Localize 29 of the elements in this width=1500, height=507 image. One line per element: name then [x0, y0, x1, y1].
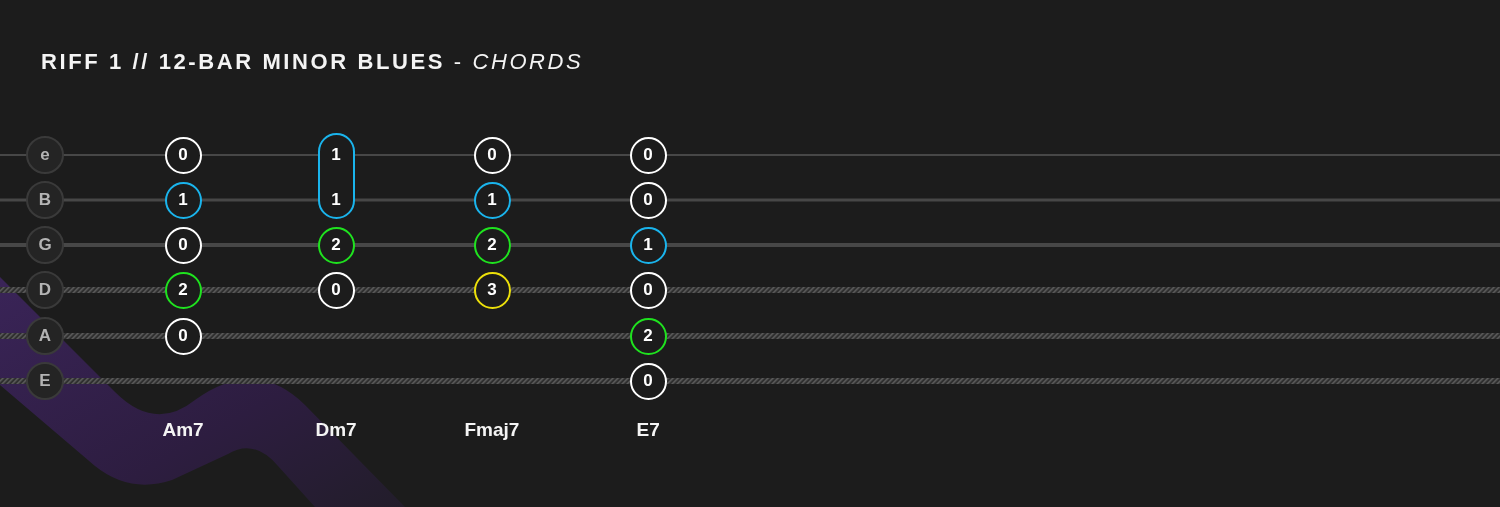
chord-name: Fmaj7	[464, 419, 520, 441]
fret-marker: 2	[164, 271, 202, 309]
string-label: G	[26, 226, 64, 264]
fret-marker: 0	[473, 136, 511, 174]
fret-marker: 0	[629, 362, 667, 400]
chord-name: Dm7	[315, 419, 357, 441]
fret-marker: 0	[317, 271, 355, 309]
fret-marker: 0	[164, 136, 202, 174]
fret-marker: 0	[629, 271, 667, 309]
fret-marker: 1	[473, 181, 511, 219]
chord-name: Am7	[162, 419, 204, 441]
fret-marker: 0	[164, 317, 202, 355]
fret-marker: 2	[629, 317, 667, 355]
string-label: e	[26, 136, 64, 174]
fret-marker: 0	[629, 181, 667, 219]
barre-marker	[317, 133, 355, 219]
fret-marker: 0	[164, 226, 202, 264]
title: RIFF 1 // 12-BAR MINOR BLUES - CHORDS	[41, 48, 584, 76]
fret-marker: 3	[473, 271, 511, 309]
fret-number: 1	[330, 189, 342, 210]
string-label: D	[26, 271, 64, 309]
string-label: B	[26, 181, 64, 219]
fret-number: 1	[330, 144, 342, 165]
fret-marker: 1	[629, 226, 667, 264]
fret-marker: 2	[317, 226, 355, 264]
fret-marker: 2	[473, 226, 511, 264]
fret-marker: 0	[629, 136, 667, 174]
chord-name: E7	[636, 419, 660, 441]
fret-marker: 1	[164, 181, 202, 219]
